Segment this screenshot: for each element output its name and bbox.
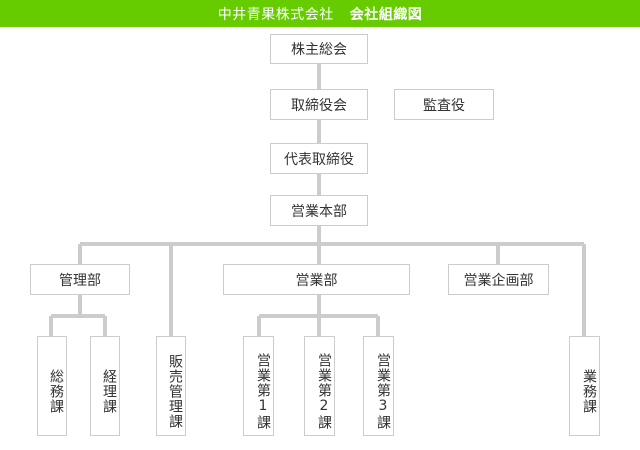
management-dept-box: 管理部 xyxy=(30,264,130,295)
sales-management-box: 販売管理課 xyxy=(156,336,186,436)
sales-section-3-box: 営業第3課 xyxy=(363,336,394,436)
operations-box: 業務課 xyxy=(569,336,600,436)
shareholders-meeting-box: 株主総会 xyxy=(270,34,368,64)
sales-headquarters-box: 営業本部 xyxy=(270,195,368,226)
board-of-directors-box: 取締役会 xyxy=(270,89,368,120)
representative-director-box: 代表取締役 xyxy=(270,143,368,174)
general-affairs-box: 総務課 xyxy=(37,336,67,436)
title-bar: 中井青果株式会社 会社組織図 xyxy=(0,0,640,27)
sales-section-2-box: 営業第2課 xyxy=(304,336,335,436)
company-name: 中井青果株式会社 xyxy=(217,6,334,23)
auditor-box: 監査役 xyxy=(394,89,494,120)
accounting-box: 経理課 xyxy=(90,336,120,436)
sales-planning-dept-box: 営業企画部 xyxy=(448,264,549,295)
chart-title: 会社組織図 xyxy=(349,6,423,23)
sales-dept-box: 営業部 xyxy=(223,264,410,295)
sales-section-1-box: 営業第1課 xyxy=(243,336,274,436)
